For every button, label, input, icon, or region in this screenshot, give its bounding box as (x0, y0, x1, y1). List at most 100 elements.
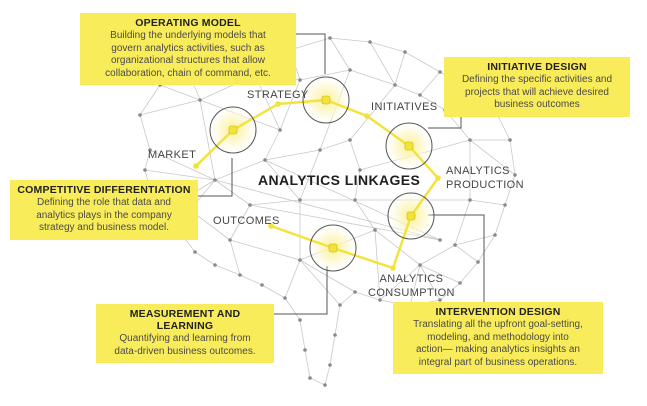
mesh-edge (334, 304, 341, 336)
mesh-node (143, 168, 147, 172)
mesh-node (393, 83, 397, 87)
mesh-node (378, 298, 382, 302)
mesh-edge (419, 264, 441, 301)
callout-operating-model-line4: collaboration, chain of command, etc. (105, 67, 271, 79)
callout-intervention-design-line3: action— making analytics insights an (416, 344, 580, 355)
callout-intervention-design: INTERVENTION DESIGN Translating all the … (393, 302, 603, 374)
mesh-edge (159, 84, 201, 101)
mesh-edge (354, 169, 361, 201)
mesh-edge (229, 239, 241, 276)
mesh-edge (394, 51, 406, 86)
stage-label-initiatives: INITIATIVES (371, 101, 438, 113)
mesh-node (508, 138, 512, 142)
mesh-edge (454, 234, 496, 246)
mesh-edge (214, 159, 266, 181)
ring-production (387, 192, 435, 240)
center-title: ANALYTICS LINKAGES (258, 172, 421, 188)
callout-competitive-differentiation-line3: strategy and business model. (38, 222, 170, 233)
callout-initiative-design-title: INITIATIVE DESIGN (487, 61, 587, 73)
mesh-node (333, 333, 337, 337)
callout-intervention-design-line4: integral part of business operations. (418, 356, 578, 368)
mesh-edge (379, 264, 421, 301)
mesh-node (298, 318, 302, 322)
mesh-node (328, 363, 332, 367)
callout-measurement-and-learning-title: MEASUREMENT AND LEARNING (129, 308, 241, 332)
mesh-edge (264, 129, 281, 161)
ring-strategy (302, 76, 350, 124)
callout-measurement-and-learning-line2: data-driven business outcomes. (114, 345, 256, 357)
mesh-edge (354, 291, 381, 301)
mesh-node (493, 233, 497, 237)
mesh-node (283, 296, 287, 300)
mesh-edge (264, 159, 301, 201)
mesh-node (213, 178, 217, 182)
stage-label-analytics-production-line1: ANALYTICS (446, 165, 510, 177)
mesh-node (298, 78, 302, 82)
mesh-node (228, 238, 232, 242)
mesh-edge (324, 364, 331, 386)
mesh-edge (144, 149, 151, 171)
callout-measurement-and-learning-line1: Quantifying and learning from (119, 333, 251, 344)
mesh-edge (419, 244, 456, 266)
mesh-node (418, 263, 422, 267)
callout-competitive-differentiation: COMPETITIVE DIFFERENTIATION Defining the… (10, 180, 198, 240)
mesh-node (353, 290, 357, 294)
mesh-edge (349, 84, 396, 141)
callout-initiative-design-line1: Defining the specific activities and (461, 74, 613, 85)
mesh-edge (454, 199, 471, 246)
stage-label-strategy: STRATEGY (247, 89, 309, 101)
mesh-node (278, 128, 282, 132)
mesh-edge (419, 71, 441, 96)
mesh-node (458, 281, 462, 285)
mesh-node (368, 40, 372, 44)
mesh-node (338, 303, 342, 307)
mesh-node (468, 138, 472, 142)
leader-measurement-learning (274, 266, 328, 315)
mesh-edge (454, 244, 479, 263)
callout-intervention-design-line1: Translating all the upfront goal-setting… (413, 319, 583, 330)
mesh-edge (139, 114, 151, 151)
mesh-edge (214, 264, 241, 276)
path-nodes (193, 101, 441, 271)
mesh-node (453, 243, 457, 247)
mesh-edge (284, 259, 301, 299)
mesh-node (348, 138, 352, 142)
mesh-edge (144, 169, 216, 181)
callout-operating-model-line1: Building the underlying models that (110, 30, 266, 41)
mesh-node (503, 203, 507, 207)
mesh-edge (469, 139, 516, 176)
mesh-edge (369, 41, 406, 53)
mesh-edge (149, 149, 216, 181)
mesh-node (238, 273, 242, 277)
mesh-edge (299, 319, 306, 351)
mesh-node (438, 238, 442, 242)
mesh-node (298, 258, 302, 262)
stage-label-analytics-production: ANALYTICS PRODUCTION (446, 164, 524, 192)
leader-operating-model (296, 33, 326, 74)
callout-competitive-differentiation-title: COMPETITIVE DIFFERENTIATION (17, 184, 191, 196)
callout-intervention-design-line2: modeling, and methodology into (427, 331, 569, 343)
mesh-edge (374, 229, 421, 266)
mesh-node (513, 173, 517, 177)
mesh-edge (394, 84, 421, 96)
mesh-edge (264, 149, 321, 161)
mesh-node (260, 283, 264, 287)
callout-competitive-differentiation-line2: analytics plays in the company (36, 209, 172, 221)
mesh-edge (504, 174, 516, 206)
mesh-edge (509, 139, 516, 176)
stage-label-market: MARKET (148, 149, 197, 161)
mesh-node (476, 260, 480, 264)
mesh-edge (354, 199, 376, 231)
mesh-edge (261, 284, 286, 299)
callout-initiative-design-line3: business outcomes (494, 99, 580, 110)
mesh-edge (349, 69, 396, 86)
leader-competitive-differentiation (198, 158, 233, 197)
mesh-edge (339, 291, 356, 306)
callout-competitive-differentiation-line1: Defining the role that data and (37, 197, 171, 208)
mesh-node (438, 298, 442, 302)
mesh-node (403, 50, 407, 54)
mesh-edge (329, 37, 371, 43)
mesh-node (263, 158, 267, 162)
mesh-edge (229, 204, 251, 241)
leader-initiative-design (428, 112, 462, 129)
